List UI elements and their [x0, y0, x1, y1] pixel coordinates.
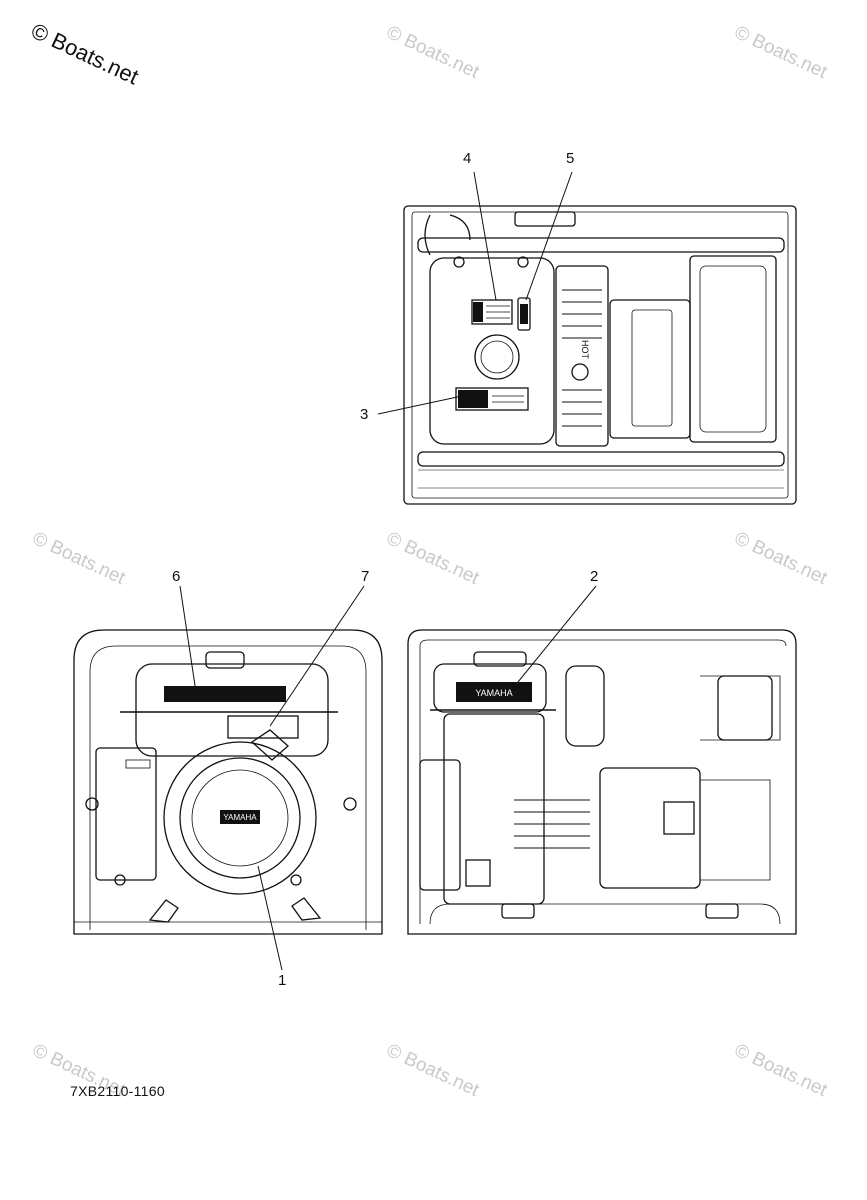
- callout-1: 1: [278, 972, 287, 989]
- part-code: 7XB2110-1160: [70, 1083, 165, 1099]
- callout-6: 6: [172, 568, 181, 585]
- top-view-drawing: HOT: [403, 205, 797, 505]
- callout-7: 7: [361, 568, 370, 585]
- yamaha-logo-front: YAMAHA: [223, 813, 257, 822]
- yamaha-logo-side: YAMAHA: [475, 688, 512, 698]
- callout-4: 4: [463, 150, 472, 167]
- callout-2: 2: [590, 568, 599, 585]
- leader-lines: [179, 171, 597, 971]
- side-view-drawing: YAMAHA: [407, 629, 797, 935]
- callout-3: 3: [360, 406, 369, 423]
- callout-5: 5: [566, 150, 575, 167]
- front-view-drawing: YAMAHA: [73, 629, 383, 935]
- hot-label-text: HOT: [580, 340, 590, 360]
